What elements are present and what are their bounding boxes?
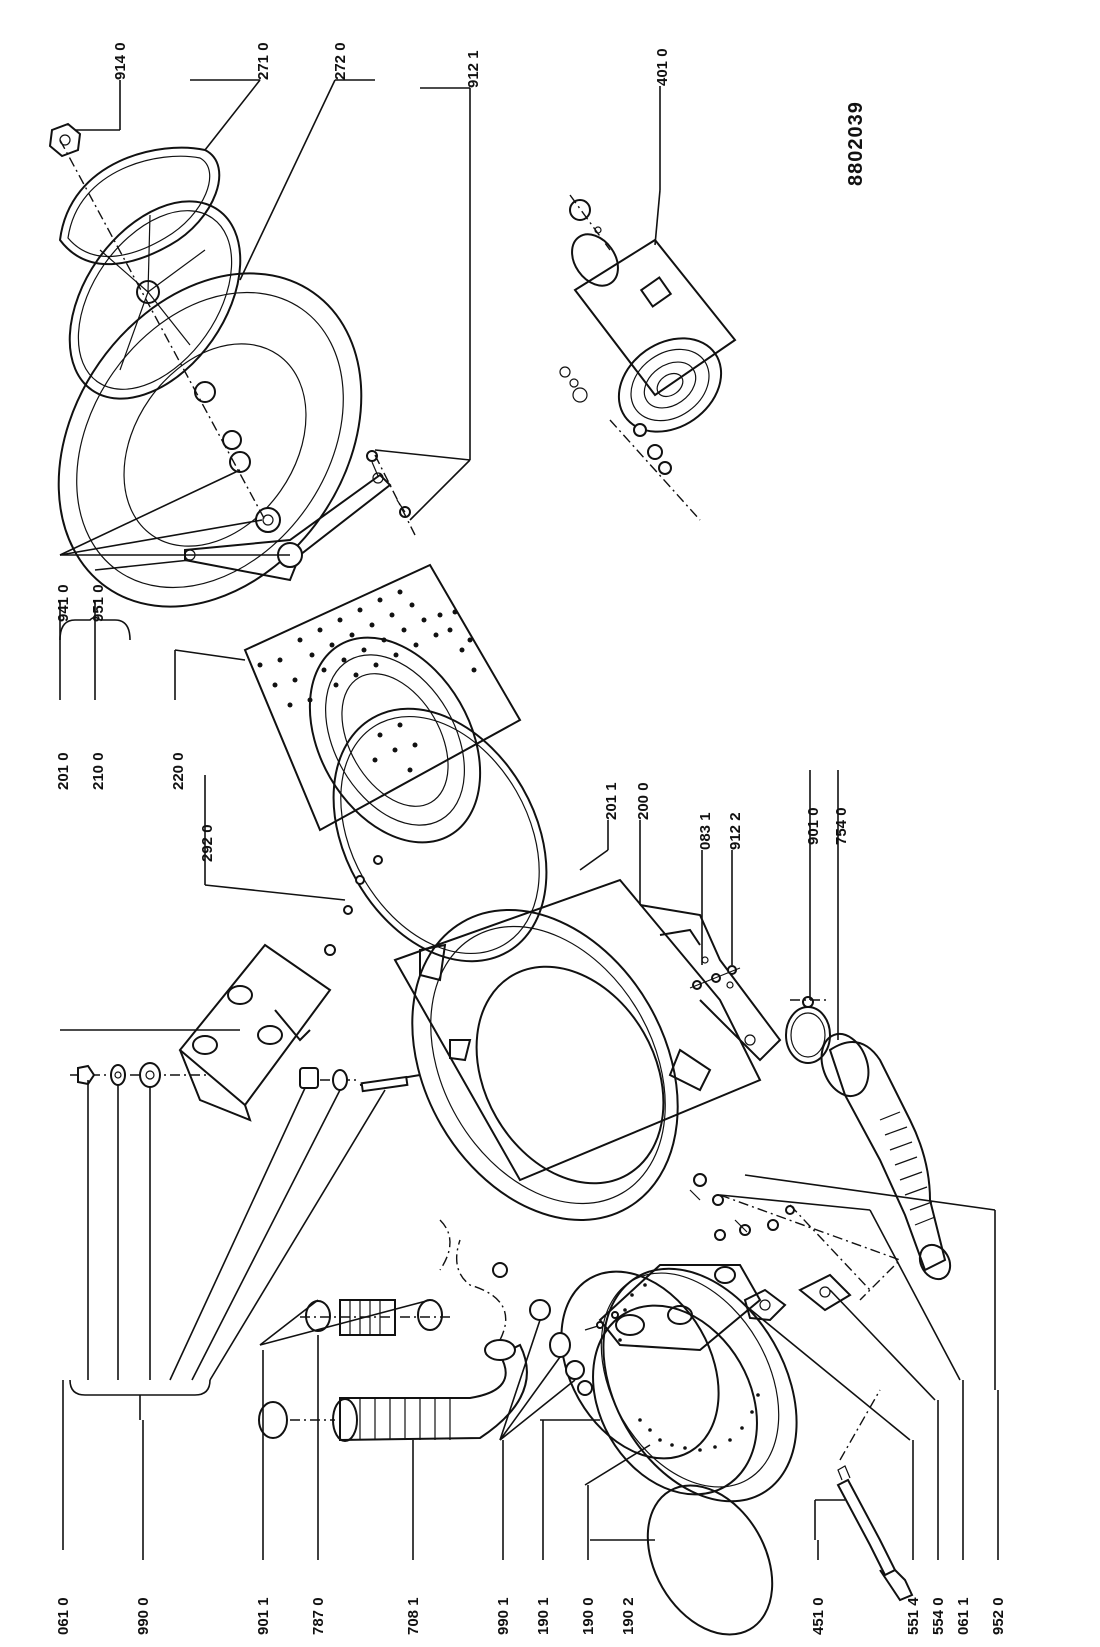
motor [559,194,737,521]
bellows-hose [300,1299,450,1336]
callout-952-0: 952 0 [990,1597,1007,1635]
tub-seal-ring [324,707,548,963]
tub-screws [689,965,741,990]
outer-tub [393,878,782,1221]
door-glass [646,1484,774,1636]
callout-901-1: 901 1 [255,1597,272,1635]
callout-220-0: 220 0 [170,752,187,790]
callout-787-0: 787 0 [310,1597,327,1635]
rear-tub-cover [57,272,363,608]
callout-754-0: 754 0 [833,807,850,845]
callout-271-0: 271 0 [255,42,272,80]
counterweight [178,943,332,1122]
tub-small-parts [689,1173,795,1241]
callout-951-0: 951 0 [90,584,107,622]
assembly-centerlines [59,139,902,1301]
callout-210-0: 210 0 [90,752,107,790]
callout-061-1: 061 1 [955,1597,972,1635]
callout-272-0: 272 0 [332,42,349,80]
callout-990-1: 990 1 [495,1597,512,1635]
callout-708-1: 708 1 [405,1597,422,1635]
mounting-feet [492,1262,593,1396]
callout-190-1: 190 1 [535,1597,552,1635]
drain-hose-assembly [785,996,952,1281]
callout-451-0: 451 0 [810,1597,827,1635]
callout-401-0: 401 0 [654,48,671,86]
bottom-leader-lines [62,1335,999,1560]
leader-lines [59,79,996,1541]
callout-990-0: 990 0 [135,1597,152,1635]
sump-housing [598,1264,852,1352]
callout-554-0: 554 0 [930,1597,947,1635]
callout-551-4: 551 4 [905,1597,922,1635]
pulley-nut [48,122,82,158]
callout-061-0: 061 0 [55,1597,72,1635]
inlet-hose [258,1239,528,1442]
callout-912-2: 912 2 [727,812,744,850]
callout-914-0: 914 0 [112,42,129,80]
drum-spider [184,472,392,582]
callout-labels: 914 0 271 0 272 0 912 1 401 0 941 0 951 … [55,42,1007,1635]
drive-belt [58,146,221,266]
door-boot-seal [560,1267,798,1503]
callout-901-0: 901 0 [805,807,822,845]
counterweight-fasteners [70,1062,421,1093]
callout-190-0: 190 0 [580,1597,597,1635]
group-brace [59,616,131,641]
diagram-code: 8802039 [845,101,867,186]
callout-201-1: 201 1 [603,782,620,820]
callout-200-0: 200 0 [635,782,652,820]
callout-201-0: 201 0 [55,752,72,790]
heating-element [836,1389,914,1602]
callout-083-1: 083 1 [697,812,714,850]
callout-292-0: 292 0 [199,824,216,862]
callout-941-0: 941 0 [55,584,72,622]
drum [243,563,522,844]
callout-912-1: 912 1 [465,50,482,88]
callout-190-2: 190 2 [620,1597,637,1635]
